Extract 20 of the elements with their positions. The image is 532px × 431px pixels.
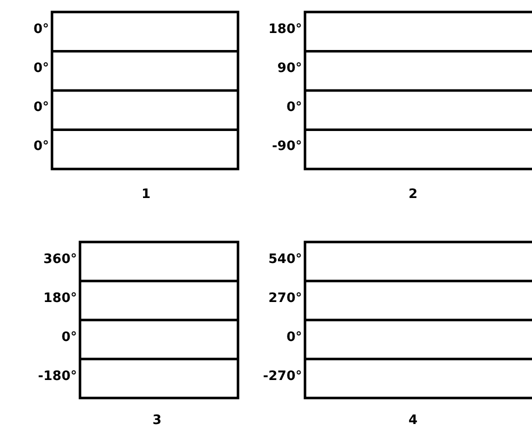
panel-number: 3 (152, 413, 162, 429)
angle-label: 0° (33, 61, 49, 77)
angle-label: -90° (272, 139, 302, 155)
angle-label: -270° (262, 369, 302, 385)
panel-number: 4 (408, 413, 418, 429)
angle-label: 0° (33, 100, 49, 116)
angle-label: 0° (61, 330, 77, 346)
angle-label: 540° (268, 252, 302, 268)
angle-label: 360° (43, 252, 77, 268)
angle-label: 0° (286, 100, 302, 116)
panel-number: 1 (141, 187, 151, 203)
angle-label: 90° (277, 61, 302, 77)
angle-label: 0° (33, 22, 49, 38)
angle-label: 0° (33, 139, 49, 155)
panel-number: 2 (408, 187, 418, 203)
angle-label: 180° (268, 22, 302, 38)
angle-label: -180° (38, 369, 77, 385)
angle-label: 270° (268, 291, 302, 307)
angle-label: 180° (43, 291, 77, 307)
angle-label: 0° (286, 330, 302, 346)
